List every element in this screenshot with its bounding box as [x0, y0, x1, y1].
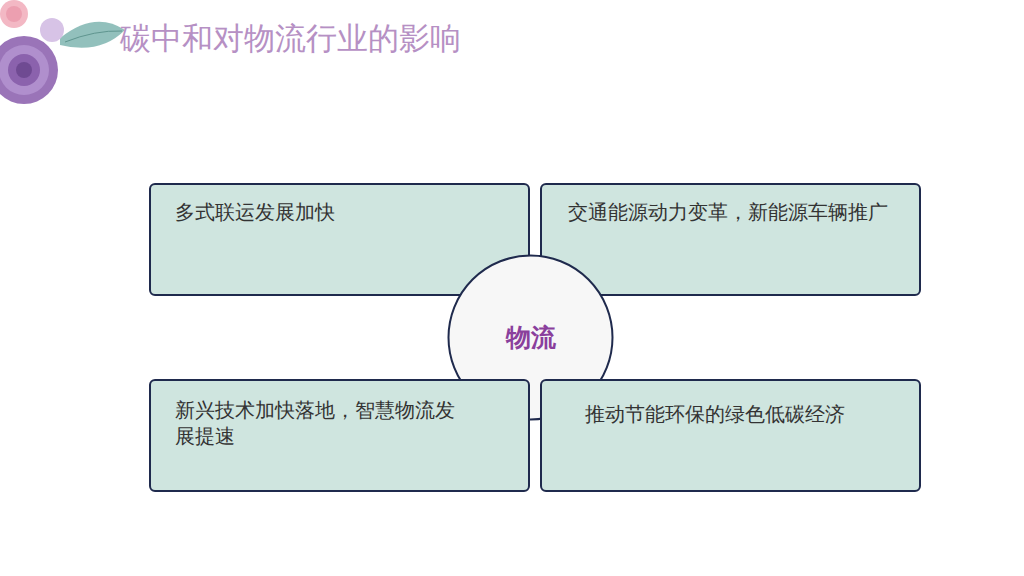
topic-text: 新兴技术加快落地，智慧物流发展提速: [175, 397, 465, 449]
topic-box: 交通能源动力变革，新能源车辆推广: [540, 183, 921, 296]
topic-box: 新兴技术加快落地，智慧物流发展提速: [149, 379, 530, 492]
topic-text: 交通能源动力变革，新能源车辆推广: [568, 199, 912, 225]
topic-text: 多式联运发展加快: [175, 199, 465, 225]
topic-text: 推动节能环保的绿色低碳经济: [585, 401, 905, 427]
topic-box: 推动节能环保的绿色低碳经济: [540, 379, 921, 492]
slide-title: 碳中和对物流行业的影响: [120, 18, 461, 60]
center-label: 物流: [506, 321, 556, 354]
flower-decoration: [0, 0, 140, 120]
